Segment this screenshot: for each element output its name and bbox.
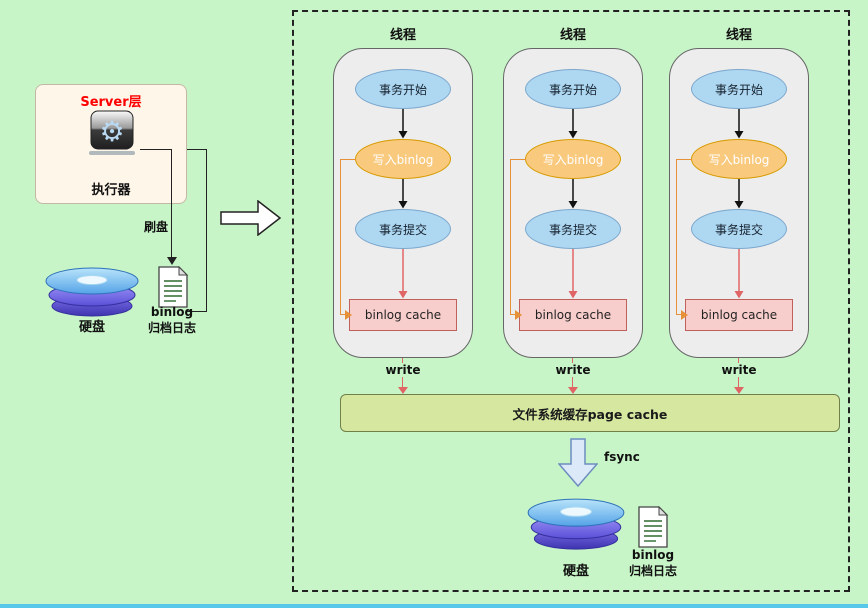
write-arrowhead-icon xyxy=(398,387,408,394)
group-bracket xyxy=(187,311,207,312)
disk-icon xyxy=(524,490,628,556)
node-transaction-start: 事务开始 xyxy=(355,69,451,109)
arrow-down-icon xyxy=(398,109,408,139)
orange-connector xyxy=(340,159,341,315)
binlog-label: binlog xyxy=(150,305,194,319)
thread-column: 事务开始 写入binlog 事务提交 binlog cache xyxy=(669,48,809,358)
binlog-cache-box: binlog cache xyxy=(519,299,627,331)
executor-gear-icon: ⚙ xyxy=(86,109,138,163)
node-transaction-commit: 事务提交 xyxy=(525,209,621,249)
group-bracket xyxy=(187,149,207,150)
flush-arrowhead-icon xyxy=(167,257,177,265)
group-bracket xyxy=(206,149,207,312)
write-label: write xyxy=(373,363,433,377)
node-write-binlog: 写入binlog xyxy=(525,139,621,179)
write-label: write xyxy=(543,363,603,377)
arrow-down-icon xyxy=(568,179,578,209)
binlog-cache-box: binlog cache xyxy=(685,299,793,331)
binlog-doc-icon xyxy=(636,505,670,552)
binlog-archive-label: 归档日志 xyxy=(147,321,196,335)
orange-arrowhead-icon xyxy=(345,310,352,320)
red-arrow-down-icon xyxy=(734,249,744,299)
flush-label: 刷盘 xyxy=(143,220,168,234)
disk-icon xyxy=(42,260,142,322)
arrow-down-icon xyxy=(734,109,744,139)
orange-connector xyxy=(340,314,346,315)
node-write-binlog: 写入binlog xyxy=(691,139,787,179)
thread-column: 事务开始 写入binlog 事务提交 binlog cache xyxy=(503,48,643,358)
arrow-down-icon xyxy=(734,179,744,209)
orange-connector xyxy=(676,159,692,160)
flush-connector-line xyxy=(140,149,172,150)
orange-arrowhead-icon xyxy=(681,310,688,320)
svg-text:⚙: ⚙ xyxy=(99,115,124,148)
red-arrow-down-icon xyxy=(568,249,578,299)
fsync-arrow-icon xyxy=(557,438,599,492)
disk-label: 硬盘 xyxy=(78,320,105,335)
flush-connector-line xyxy=(171,149,172,259)
arrow-down-icon xyxy=(398,179,408,209)
node-write-binlog: 写入binlog xyxy=(355,139,451,179)
thread-title: 线程 xyxy=(559,28,586,43)
binlog-cache-box: binlog cache xyxy=(349,299,457,331)
disk-label: 硬盘 xyxy=(562,564,589,579)
orange-connector xyxy=(510,159,526,160)
red-arrow-down-icon xyxy=(398,249,408,299)
page-cache-bar: 文件系统缓存page cache xyxy=(340,394,840,432)
thread-title: 线程 xyxy=(725,28,752,43)
node-transaction-start: 事务开始 xyxy=(525,69,621,109)
thread-column: 事务开始 写入binlog 事务提交 binlog cache xyxy=(333,48,473,358)
big-right-arrow-icon xyxy=(220,199,282,240)
fsync-label: fsync xyxy=(604,450,640,464)
server-layer-title: Server层 xyxy=(80,95,142,110)
write-arrowhead-icon xyxy=(568,387,578,394)
dashed-container xyxy=(292,10,850,592)
orange-connector xyxy=(676,314,682,315)
orange-connector xyxy=(510,314,516,315)
arrow-down-icon xyxy=(568,109,578,139)
binlog-doc-icon xyxy=(156,265,190,312)
node-transaction-start: 事务开始 xyxy=(691,69,787,109)
orange-connector xyxy=(676,159,677,315)
server-layer-box: Server层 ⚙ 执行器 xyxy=(35,84,187,204)
binlog-label: binlog xyxy=(631,548,675,562)
orange-connector xyxy=(510,159,511,315)
thread-title: 线程 xyxy=(389,28,416,43)
orange-connector xyxy=(340,159,356,160)
write-arrowhead-icon xyxy=(734,387,744,394)
node-transaction-commit: 事务提交 xyxy=(691,209,787,249)
executor-label: 执行器 xyxy=(91,183,131,198)
write-label: write xyxy=(709,363,769,377)
binlog-archive-label: 归档日志 xyxy=(628,564,677,578)
orange-arrowhead-icon xyxy=(515,310,522,320)
node-transaction-commit: 事务提交 xyxy=(355,209,451,249)
bottom-edge-strip xyxy=(0,604,868,608)
